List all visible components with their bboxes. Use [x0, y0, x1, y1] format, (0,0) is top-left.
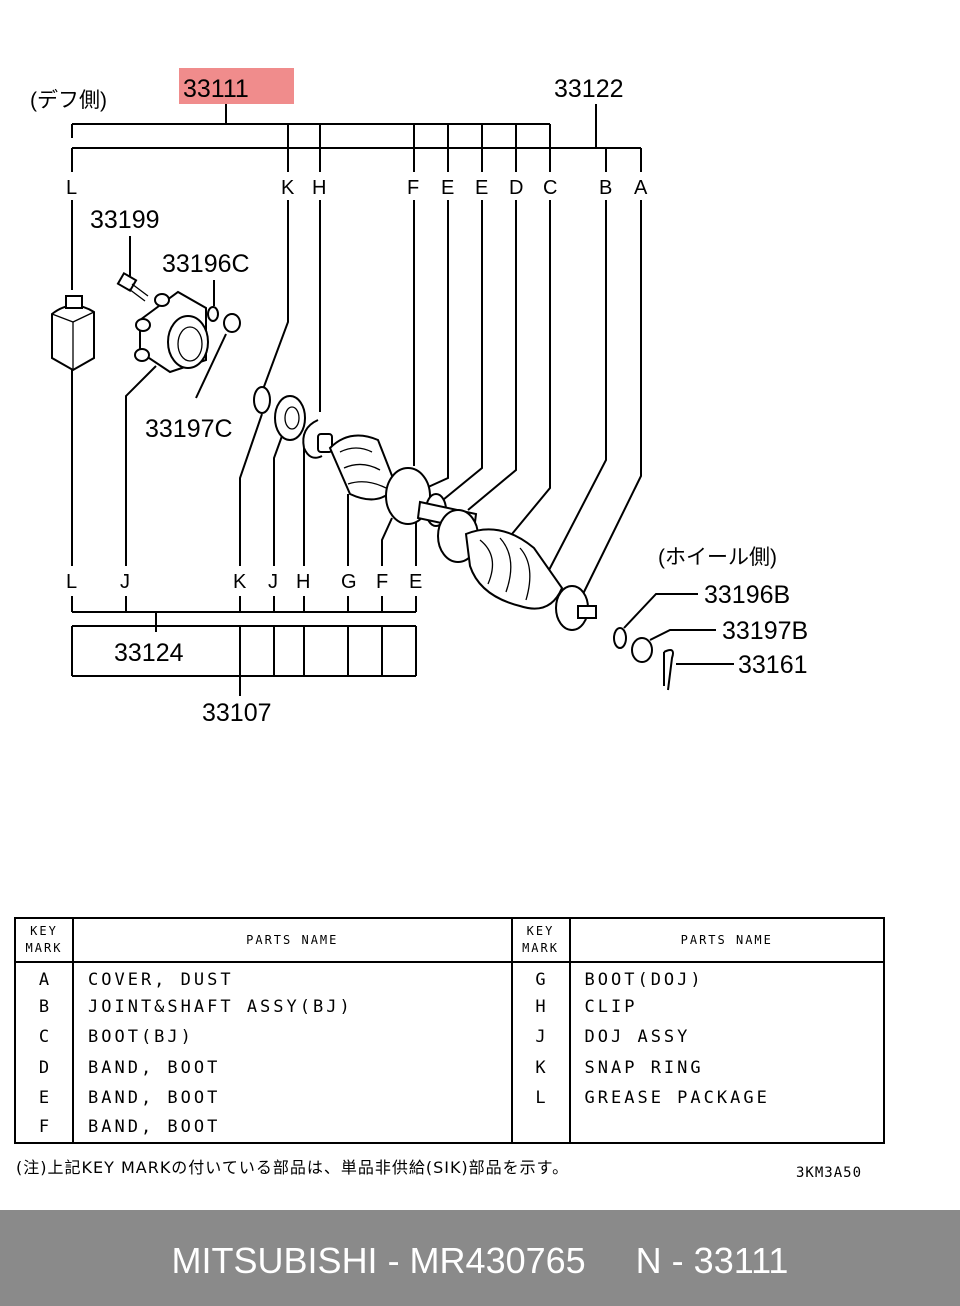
bottom-bracket-lines [71, 596, 417, 696]
top-letter-labels: L K H F E E D C B A [66, 177, 648, 199]
top-letter-K: K [281, 177, 295, 199]
diagram-code: 3KM3A50 [796, 1165, 863, 1181]
top-letter-F: F [407, 177, 419, 199]
table-row: F BAND, BOOT [15, 1112, 884, 1143]
joint-shaft-bj-icon [555, 585, 597, 631]
parts-name-header-right: PARTS NAME [569, 918, 884, 963]
part-name: CLIP [584, 997, 638, 1018]
key-mark: K [511, 1052, 571, 1083]
part-name: GREASE PACKAGE [584, 1087, 770, 1108]
top-letter-D: D [509, 177, 523, 199]
part-number-33161[interactable]: 33161 [738, 651, 808, 679]
part-name: BOOT(DOJ) [584, 969, 704, 990]
spline-icon [317, 433, 333, 453]
key-mark: L [511, 1082, 571, 1113]
part-number-33124[interactable]: 33124 [114, 639, 184, 667]
top-leader-lines [71, 200, 642, 597]
part-name: BAND, BOOT [73, 1112, 513, 1143]
table-row: D BAND, BOOT K SNAP RING [15, 1052, 884, 1083]
part-number-33196c[interactable]: 33196C [162, 250, 250, 278]
part-name: JOINT&SHAFT ASSY(BJ) [73, 992, 513, 1023]
bottom-letter-J1: J [120, 571, 130, 593]
parts-name-header-left: PARTS NAME [73, 918, 513, 963]
top-letter-A: A [634, 177, 648, 199]
key-mark: H [511, 992, 571, 1023]
washer-icon [207, 306, 219, 322]
top-letter-C: C [543, 177, 557, 199]
grease-package-icon [51, 295, 95, 372]
bottom-letter-G: G [341, 571, 357, 593]
bottom-letter-E: E [409, 571, 422, 593]
bottom-letter-H: H [296, 571, 310, 593]
nut-icon-33197b [631, 637, 653, 663]
part-name: COVER, DUST [73, 962, 513, 993]
key-mark: J [511, 1022, 571, 1053]
table-row: A COVER, DUST G BOOT(DOJ) [15, 962, 884, 993]
key-mark: B [15, 992, 74, 1023]
part-name: BAND, BOOT [73, 1052, 513, 1083]
key-mark: C [15, 1022, 74, 1053]
table-row: C BOOT(BJ) J DOJ ASSY [15, 1022, 884, 1053]
part-name: BOOT(BJ) [73, 1022, 513, 1053]
part-name: SNAP RING [584, 1057, 704, 1078]
part-number-33196b[interactable]: 33196B [704, 581, 790, 609]
supply-note: (注)上記KEY MARKの付いている部品は、単品非供給(SIK)部品を示す。 [16, 1158, 570, 1177]
part-number-33197b[interactable]: 33197B [722, 617, 808, 645]
top-letter-L: L [66, 177, 77, 199]
table-row: E BAND, BOOT L GREASE PACKAGE [15, 1082, 884, 1113]
part-name [570, 1113, 884, 1143]
part-number-33122[interactable]: 33122 [554, 75, 624, 103]
top-bracket-lines [71, 104, 642, 172]
nut-icon-33197c [223, 313, 241, 333]
part-name: BAND, BOOT [73, 1082, 513, 1113]
washer-icon-33196b [613, 627, 627, 649]
bottom-letter-K: K [233, 571, 247, 593]
side-label-diff: (デフ側) [30, 89, 107, 112]
bottom-leader-lines [71, 365, 417, 566]
top-letter-E1: E [441, 177, 454, 199]
part-name: DOJ ASSY [584, 1027, 691, 1048]
bottom-letter-J2: J [268, 571, 278, 593]
snap-ring-icon [253, 386, 271, 414]
bottom-letter-labels: L J K J H G F E [66, 571, 422, 593]
highlight-box-33111 [179, 68, 294, 104]
part-number-33197c[interactable]: 33197C [145, 415, 233, 443]
key-mark: D [15, 1052, 74, 1083]
cotter-pin-icon [663, 649, 674, 691]
footer-part-info: MITSUBISHI - MR430765 N - 33111 [171, 1240, 789, 1281]
part-number-33199[interactable]: 33199 [90, 206, 160, 234]
part-number-33107[interactable]: 33107 [202, 699, 272, 727]
key-mark [511, 1112, 571, 1143]
top-letter-E2: E [475, 177, 488, 199]
bottom-letter-F: F [376, 571, 388, 593]
side-label-wheel: (ホイール側) [658, 546, 777, 569]
boot-bj-icon [437, 509, 564, 610]
key-mark: F [15, 1112, 74, 1143]
table-row: B JOINT&SHAFT ASSY(BJ) H CLIP [15, 992, 884, 1023]
inner-race-icon [274, 395, 306, 441]
key-mark: A [15, 962, 74, 993]
part-number-33111[interactable]: 33111 [183, 75, 249, 103]
top-letter-H: H [312, 177, 326, 199]
bolt-icon [116, 271, 149, 302]
bottom-letter-L: L [66, 571, 77, 593]
top-letter-B: B [599, 177, 612, 199]
doj-assy-icon [134, 290, 209, 374]
key-mark: G [511, 962, 571, 993]
exploded-parts-diagram: 33111 (デフ側) 33122 L K H F E E D C [30, 68, 808, 727]
footer-bar: MITSUBISHI - MR430765 N - 33111 [0, 1210, 960, 1306]
key-mark: E [15, 1082, 74, 1113]
